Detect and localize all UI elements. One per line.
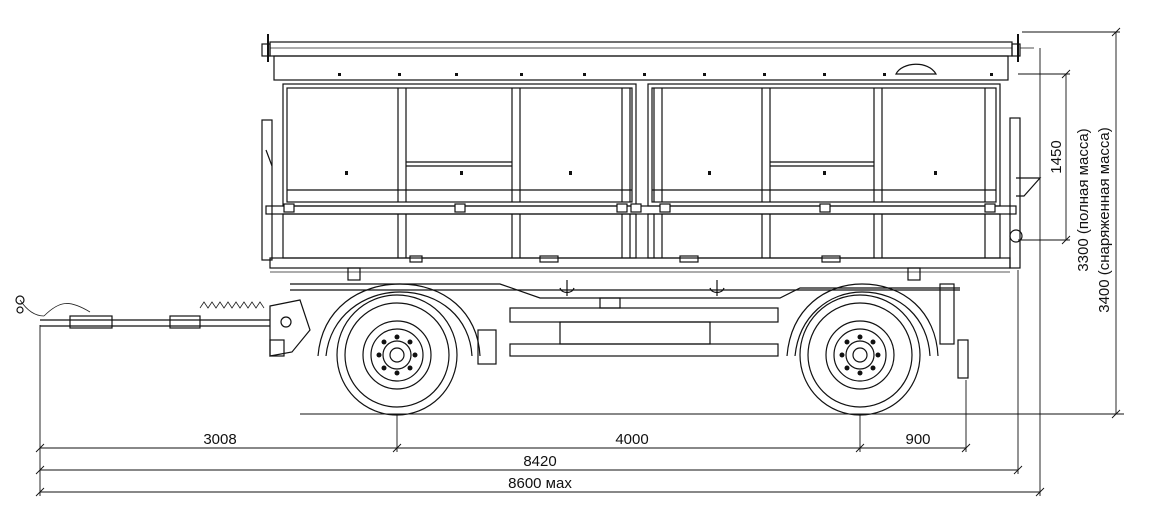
dim-rear-overhang: 900 — [905, 431, 930, 448]
dimension-lines — [35, 27, 1121, 497]
dim-side-height: 1450 — [1048, 140, 1065, 173]
rear-wheel — [786, 283, 939, 416]
chassis — [290, 267, 960, 365]
drawbar — [15, 295, 311, 357]
dim-height-full-load: 3300 (полная масса) — [1075, 128, 1092, 271]
dim-wheelbase: 4000 — [615, 431, 648, 448]
dim-overall-body: 8420 — [523, 453, 556, 470]
cargo-body — [261, 34, 1042, 273]
dim-height-curb: 3400 (снаряженная масса) — [1096, 127, 1113, 313]
dim-drawbar-to-first-axle: 3008 — [203, 431, 236, 448]
front-wheel — [317, 283, 481, 416]
dim-overall-max: 8600 мах — [508, 475, 572, 492]
